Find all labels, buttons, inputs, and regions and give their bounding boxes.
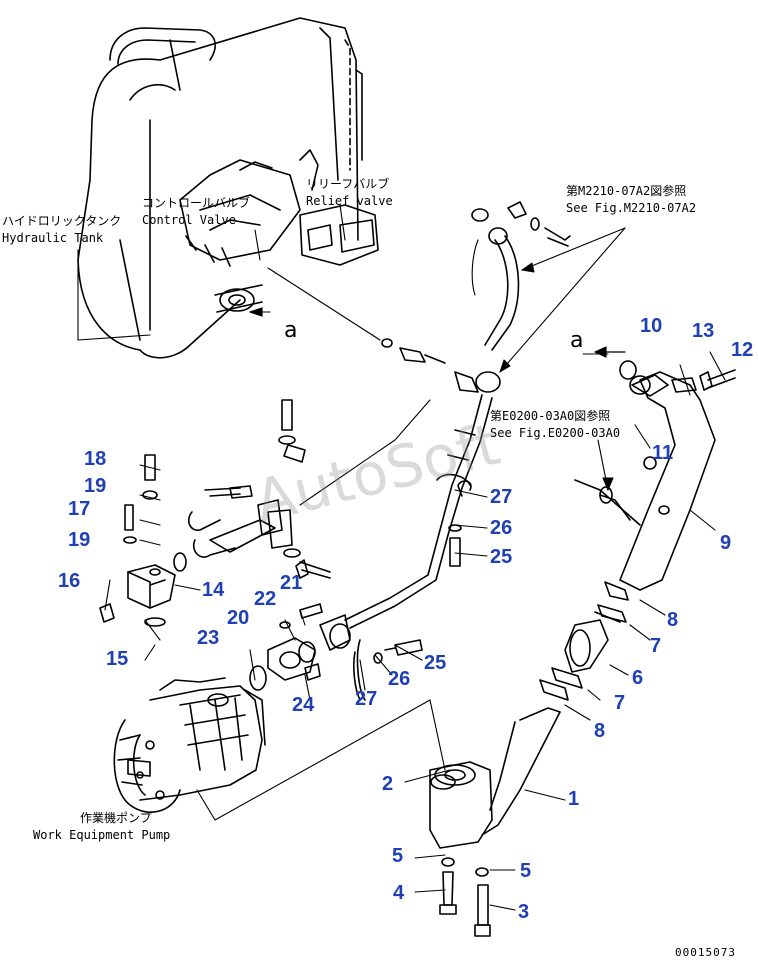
- callout-27a: 27: [490, 486, 513, 508]
- callout-5b: 5: [520, 860, 532, 882]
- pump-label-en: Work Equipment Pump: [33, 828, 171, 842]
- reference-2-label-en: See Fig.E0200-03A0: [490, 426, 621, 440]
- middle-clamp-cluster: [188, 399, 331, 579]
- callout-12: 12: [731, 339, 754, 361]
- relief-valve-drawing: [299, 149, 379, 266]
- upper-hose-drawing: [471, 201, 571, 351]
- callout-4: 4: [393, 882, 405, 904]
- callout-22: 22: [254, 588, 277, 610]
- hydraulic-tank-label-en: Hydraulic Tank: [2, 231, 104, 245]
- relief-valve-label-jp: リリーフバルブ: [306, 177, 390, 191]
- callout-3: 3: [518, 901, 530, 923]
- callout-6: 6: [632, 667, 644, 689]
- callout-21: 21: [280, 572, 303, 594]
- view-a-arrow: [594, 346, 626, 358]
- view-a-label-left: a: [284, 318, 298, 343]
- callout-14: 14: [202, 579, 225, 601]
- relief-fittings: [381, 338, 501, 393]
- callout-26b: 26: [388, 668, 411, 690]
- callout-17: 17: [68, 498, 91, 520]
- hose-clamp-stack: [539, 581, 629, 701]
- ref-arrow-3: [602, 477, 614, 491]
- suction-pipe-drawing: [429, 707, 561, 937]
- callout-19a: 19: [84, 475, 107, 497]
- callout-25b: 25: [424, 652, 447, 674]
- callout-19b: 19: [68, 529, 91, 551]
- callout-20: 20: [227, 607, 250, 629]
- tube-9-drawing: [574, 360, 736, 591]
- control-valve-drawing: [179, 159, 301, 313]
- callout-18: 18: [84, 448, 107, 470]
- callout-7b: 7: [614, 692, 626, 714]
- reference-1-label-jp: 第M2210-07A2図参照: [566, 184, 687, 198]
- ref-arrow-2: [499, 359, 511, 373]
- callout-25a: 25: [490, 546, 513, 568]
- ref-arrow-1: [521, 262, 535, 273]
- callout-15: 15: [106, 648, 129, 670]
- callout-7a: 7: [650, 635, 662, 657]
- callout-2: 2: [382, 773, 394, 795]
- callout-26a: 26: [490, 517, 513, 539]
- flange-drawing: [249, 603, 323, 691]
- clamp-parts-right: [373, 480, 472, 664]
- leader-lines: [77, 204, 726, 911]
- callout-16: 16: [58, 570, 81, 592]
- control-valve-label-en: Control Valve: [142, 213, 236, 227]
- callout-9: 9: [720, 532, 732, 554]
- block-14-drawing: [99, 454, 187, 627]
- callout-23: 23: [197, 627, 220, 649]
- callout-11: 11: [652, 442, 674, 464]
- callout-10: 10: [640, 315, 663, 337]
- reference-2-label-jp: 第E0200-03A0図参照: [490, 409, 611, 423]
- callout-1: 1: [568, 788, 580, 810]
- pump-label-jp: 作業機ポンプ: [80, 811, 152, 825]
- callout-5a: 5: [392, 845, 404, 867]
- long-hose-drawing: [319, 394, 493, 701]
- control-valve-label-jp: コントロールバルブ: [142, 196, 251, 210]
- callout-8b: 8: [594, 720, 606, 742]
- callout-27b: 27: [355, 688, 378, 710]
- catalog-number: 00015073: [675, 946, 736, 959]
- work-equipment-pump-drawing: [113, 677, 266, 814]
- callout-13: 13: [692, 320, 715, 342]
- relief-valve-label-en: Relief valve: [306, 194, 393, 208]
- callout-24: 24: [292, 694, 315, 716]
- view-a-arrow-left: [249, 307, 263, 317]
- hydraulic-tank-label-jp: ハイドロリックタンク: [2, 214, 122, 228]
- view-a-label-right: a: [570, 328, 584, 353]
- reference-1-label-en: See Fig.M2210-07A2: [566, 201, 697, 215]
- callout-8a: 8: [667, 609, 679, 631]
